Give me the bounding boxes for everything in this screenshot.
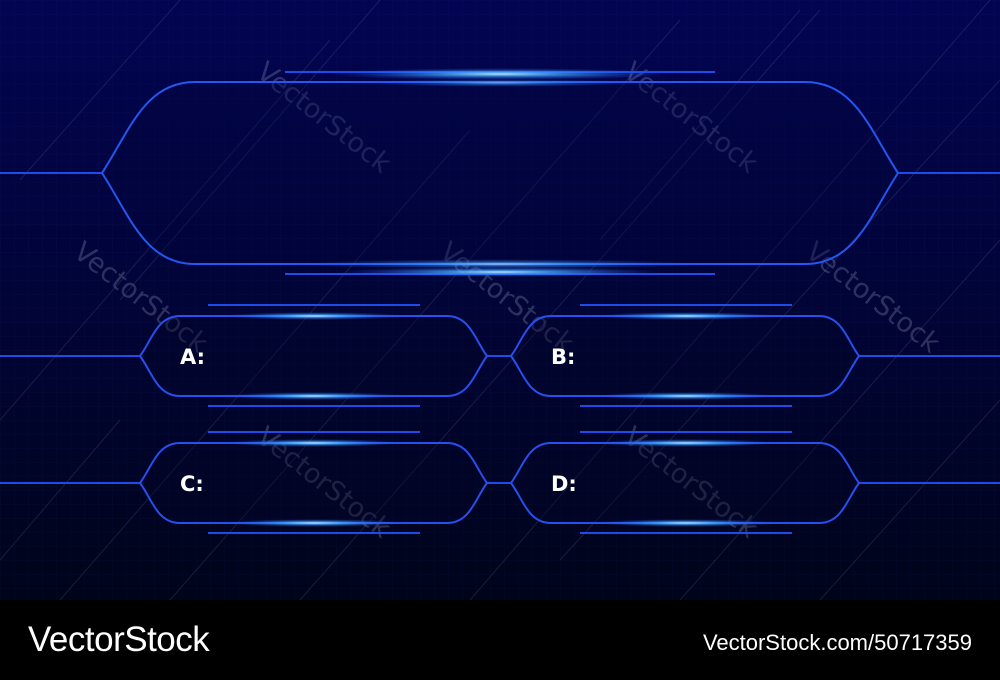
option-c-frame [138, 442, 489, 524]
option-d-glow [596, 439, 776, 447]
option-d-label: D: [551, 472, 577, 496]
question-bottom-glow [340, 267, 660, 277]
option-b-glow [596, 392, 776, 400]
option-b-frame [509, 315, 861, 397]
quiz-board: VectorStock VectorStock VectorStock Vect… [0, 0, 1000, 600]
option-a-glow [224, 392, 404, 400]
answer-option-b[interactable]: B: [509, 304, 861, 407]
option-c-glow [224, 519, 404, 527]
diagonal-streaks [0, 0, 1000, 600]
option-a-label: A: [180, 345, 205, 369]
question-frame-outline [100, 81, 900, 265]
option-a-frame [138, 315, 489, 397]
option-a-glow [224, 312, 404, 320]
question-box [100, 68, 900, 277]
background-grid [0, 0, 1000, 600]
question-top-glow [330, 68, 670, 80]
footer-bar [0, 600, 1000, 680]
question-frame-glow [360, 79, 640, 87]
option-c-label: C: [180, 472, 204, 496]
answer-option-d[interactable]: D: [509, 431, 861, 534]
option-d-frame [509, 442, 861, 524]
answer-option-c[interactable]: C: [138, 431, 489, 534]
option-b-glow [596, 312, 776, 320]
footer-brand: VectorStock [28, 620, 210, 659]
answer-option-a[interactable]: A: [138, 304, 489, 407]
question-frame-glow [300, 259, 700, 269]
option-c-glow [224, 439, 404, 447]
option-b-label: B: [551, 345, 575, 369]
connector-lines [0, 172, 1000, 484]
option-d-glow [596, 519, 776, 527]
footer-credit: VectorStock.com/50717359 [702, 630, 972, 655]
